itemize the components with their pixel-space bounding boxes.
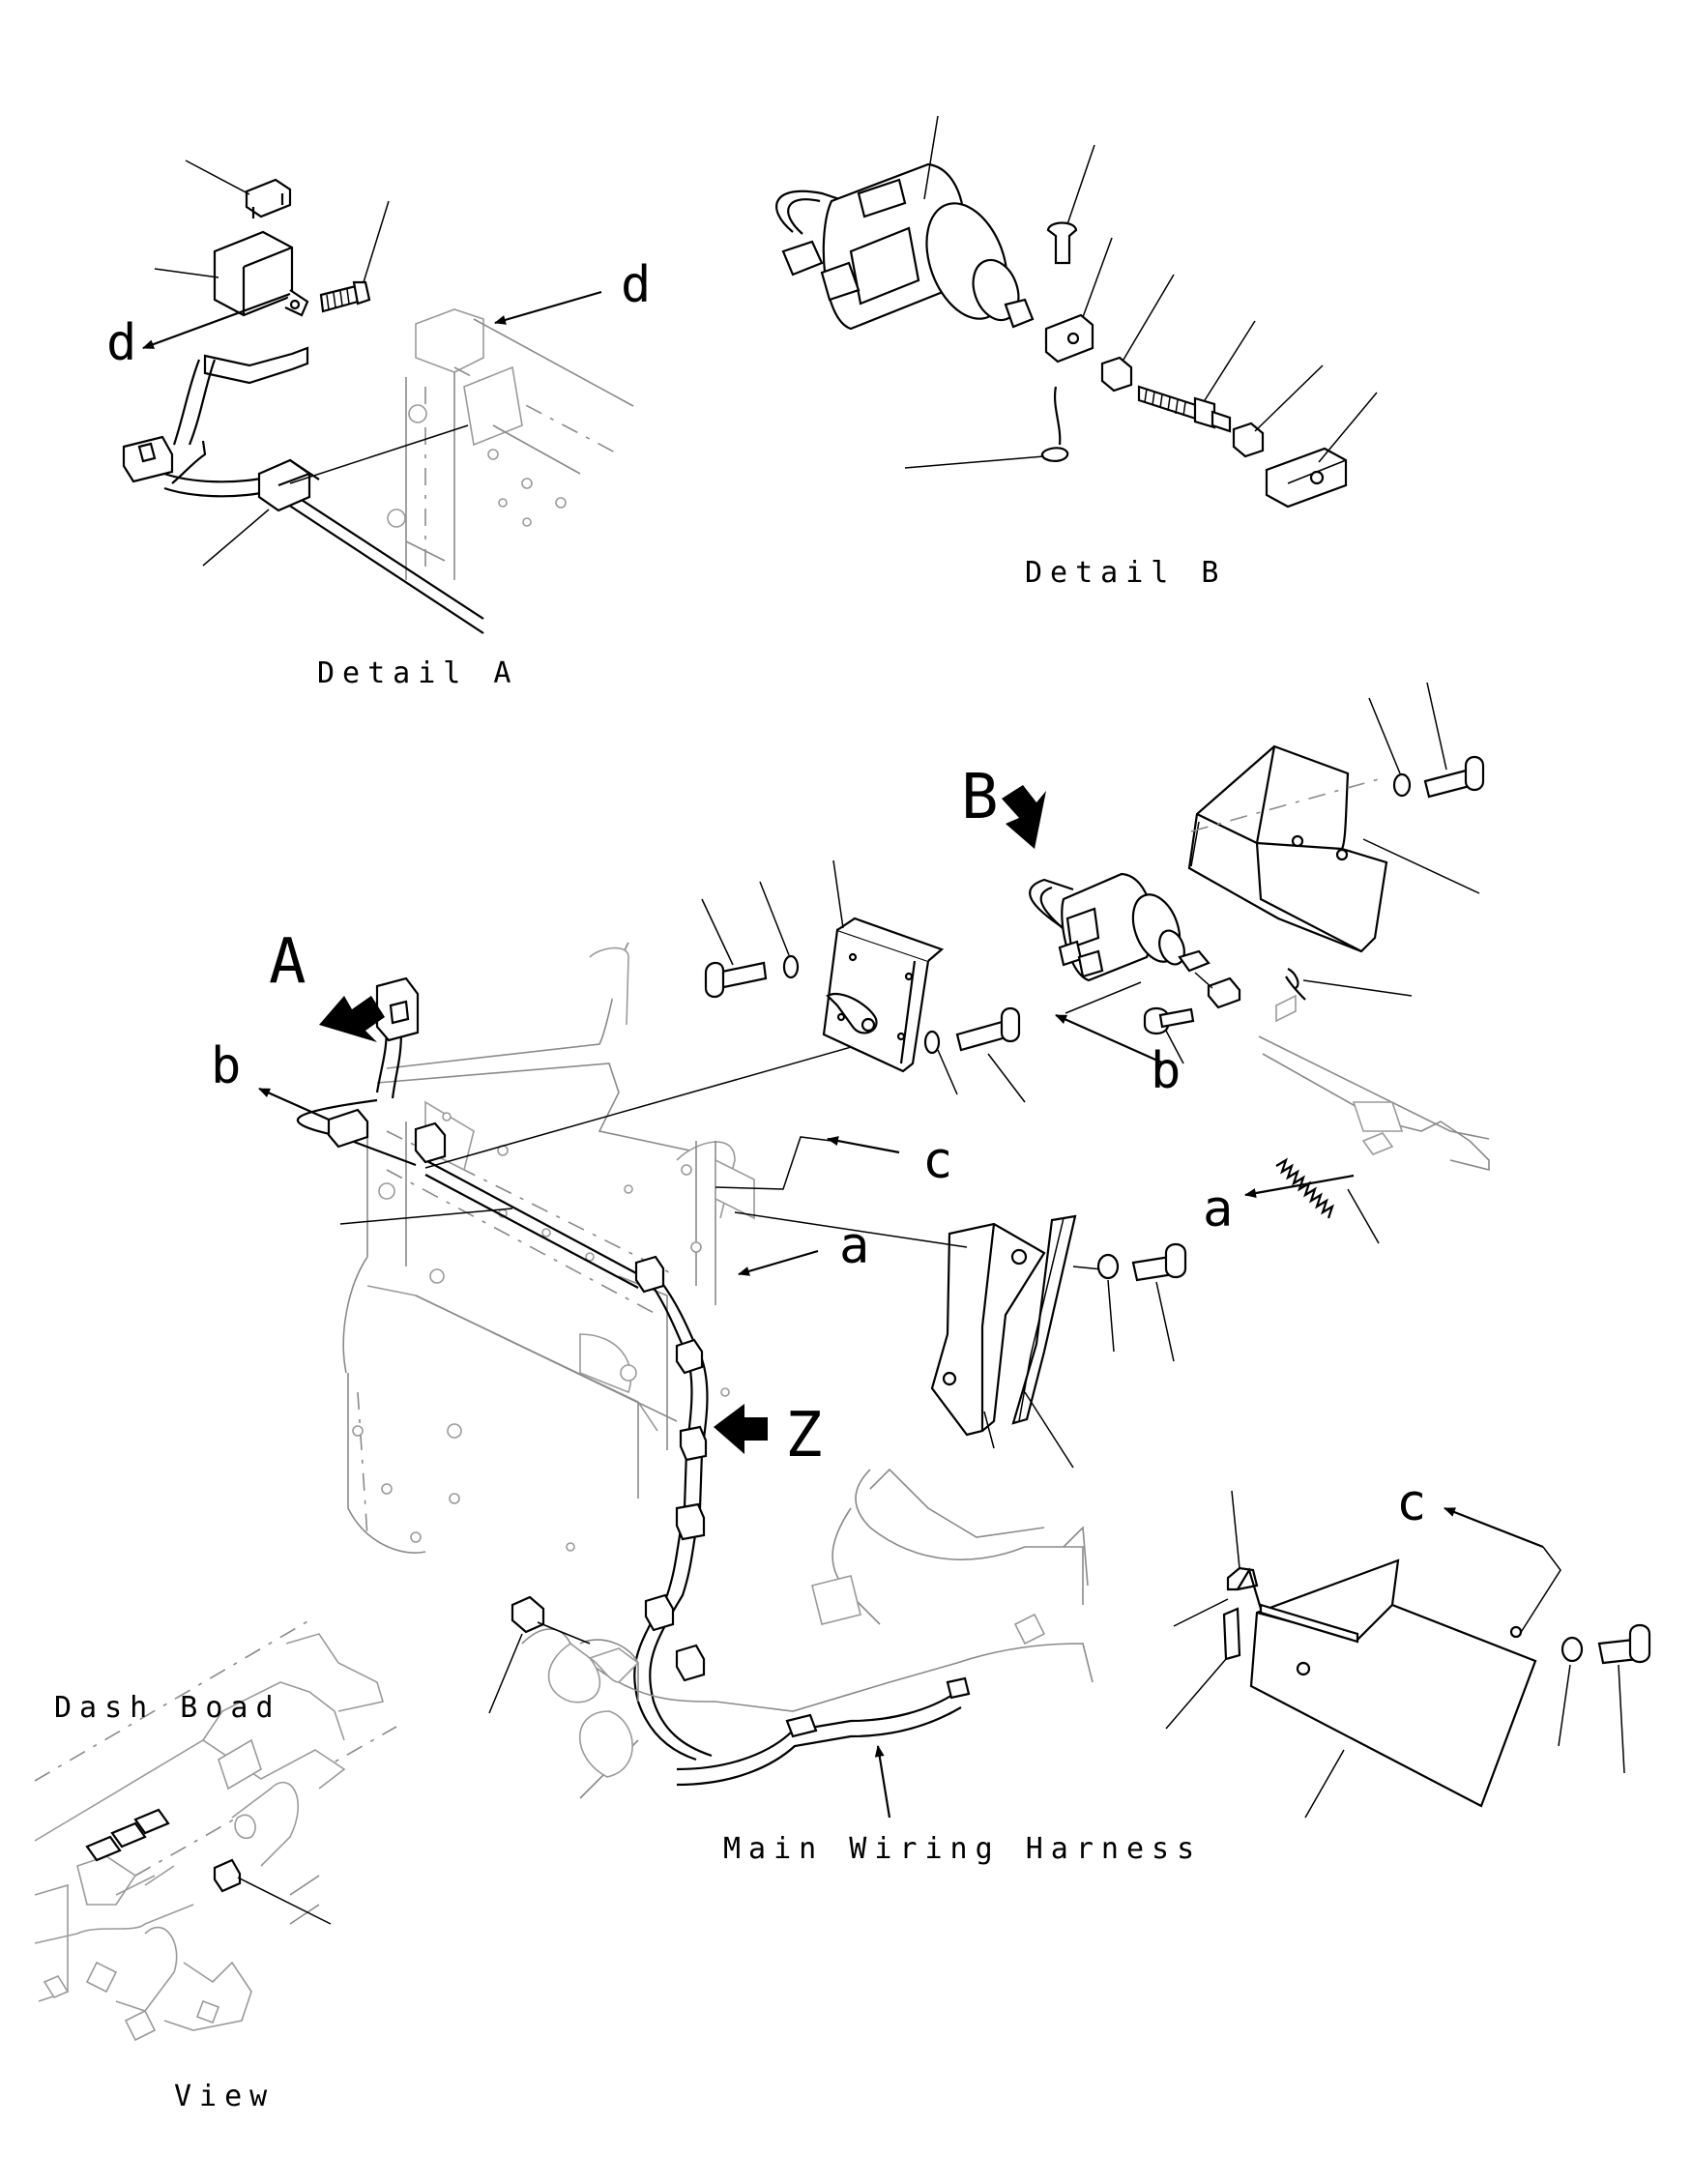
view-group: Dash Boad View xyxy=(34,1619,397,2113)
bracket xyxy=(930,1214,1077,1437)
cotter-pin-icon xyxy=(1285,968,1306,1001)
view-caption: View xyxy=(174,2080,275,2113)
view-arrow-z xyxy=(714,1404,768,1454)
end-fitting-icon xyxy=(1265,447,1348,509)
main-wiring-harness xyxy=(521,1468,1094,1799)
bolt-icon xyxy=(704,961,768,999)
view-arrow-a xyxy=(319,996,385,1042)
washer-icon xyxy=(923,1030,941,1055)
washer-icon xyxy=(1392,772,1412,798)
connector-icon xyxy=(511,1595,545,1634)
connection-letter-d: d xyxy=(621,256,651,314)
washer-icon xyxy=(1096,1253,1120,1280)
detail-a-group: d d Detail A xyxy=(106,160,651,690)
detail-a-caption: Detail A xyxy=(317,656,519,690)
mounting-plate xyxy=(822,917,945,1073)
view-label-b: B xyxy=(961,762,999,833)
detail-b-group: Detail B xyxy=(775,115,1378,590)
view-label-z: Z xyxy=(785,1400,823,1471)
bolt-icon xyxy=(1131,1242,1187,1282)
view-label-a: A xyxy=(269,926,306,998)
connection-letter-c: c xyxy=(922,1132,952,1190)
connection-letter-c: c xyxy=(1396,1474,1426,1532)
threaded-rod-icon xyxy=(1137,385,1232,433)
main-harness-label: Main Wiring Harness xyxy=(723,1832,1202,1866)
main-assembly: Main Wiring Harness xyxy=(211,682,1651,1866)
fuse-holder xyxy=(213,230,294,317)
sub-harness xyxy=(296,976,713,1762)
clevis-icon xyxy=(1194,972,1241,1009)
washer-icon xyxy=(1561,1636,1584,1663)
fuse-icon xyxy=(245,178,292,218)
connection-letter-a: a xyxy=(839,1217,869,1275)
bolt-icon xyxy=(1423,755,1485,799)
connector-icon xyxy=(213,1858,242,1893)
bolt-icon xyxy=(955,1006,1021,1052)
detail-a-harness xyxy=(122,346,484,634)
dash-board-structure xyxy=(34,1633,385,2042)
solenoid-icon xyxy=(1029,872,1211,982)
cotter-pin-icon xyxy=(1040,386,1069,462)
washer-icon xyxy=(782,954,800,979)
solenoid-icon xyxy=(775,162,1035,331)
connection-letter-b: b xyxy=(211,1037,241,1095)
pin-icon xyxy=(1143,1006,1195,1035)
bolt-icon xyxy=(1597,1623,1651,1665)
detail-b-caption: Detail B xyxy=(1025,556,1227,590)
dash-board-label: Dash Boad xyxy=(54,1691,281,1725)
lower-cover xyxy=(1222,1558,1537,1808)
pin-icon xyxy=(1046,144,1095,265)
detail-a-frame xyxy=(387,308,634,580)
linkage-plate xyxy=(1258,994,1490,1172)
view-arrow-b xyxy=(1002,785,1046,849)
clevis-icon xyxy=(1044,237,1113,364)
spring-icon xyxy=(1275,1157,1334,1219)
bolt-icon xyxy=(319,280,371,313)
cover-plate xyxy=(1187,744,1388,953)
connection-letter-b: b xyxy=(1151,1042,1181,1100)
connection-letter-a: a xyxy=(1203,1180,1233,1238)
nut-icon xyxy=(1100,356,1133,393)
connection-letter-d: d xyxy=(106,314,136,372)
